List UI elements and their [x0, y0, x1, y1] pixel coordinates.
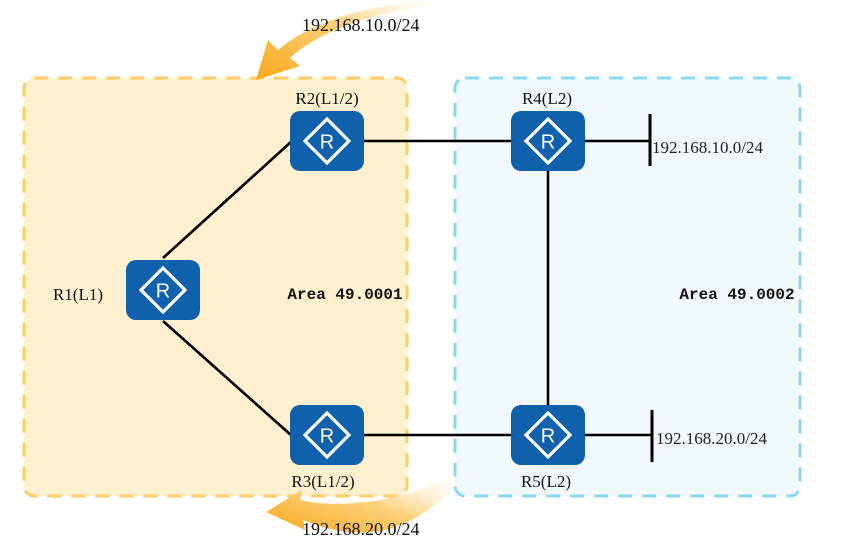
- area-49-0002-box: [453, 76, 802, 498]
- links: [162, 139, 652, 437]
- router-r4-label: R4(L2): [522, 89, 572, 108]
- link-r1-r3: [162, 320, 293, 437]
- router-r3-label: R3(L1/2): [291, 472, 354, 491]
- area-49-0002-label: Area 49.0002: [679, 286, 794, 304]
- router-r4-icon[interactable]: [509, 109, 587, 173]
- router-r5-icon[interactable]: [509, 403, 587, 467]
- area-49-0001-box: [22, 76, 409, 498]
- router-r1-label: R1(L1): [53, 285, 103, 304]
- route-arrow-bottom: [266, 470, 460, 533]
- area-49-0001-label: Area 49.0001: [287, 286, 402, 304]
- network-label-10: 192.168.10.0/24: [652, 138, 763, 157]
- network-label-20: 192.168.20.0/24: [656, 429, 767, 448]
- link-r1-r2: [162, 140, 293, 259]
- route-arrow-top-label: 192.168.10.0/24: [302, 15, 420, 35]
- router-r1-icon[interactable]: [124, 258, 202, 322]
- router-r5-label: R5(L2): [521, 472, 571, 491]
- router-r2-label: R2(L1/2): [295, 89, 358, 108]
- route-arrow-top: [256, 0, 470, 80]
- router-r3-icon[interactable]: [288, 403, 366, 467]
- router-r2-icon[interactable]: [288, 109, 366, 173]
- route-arrow-bottom-label: 192.168.20.0/24: [302, 519, 420, 539]
